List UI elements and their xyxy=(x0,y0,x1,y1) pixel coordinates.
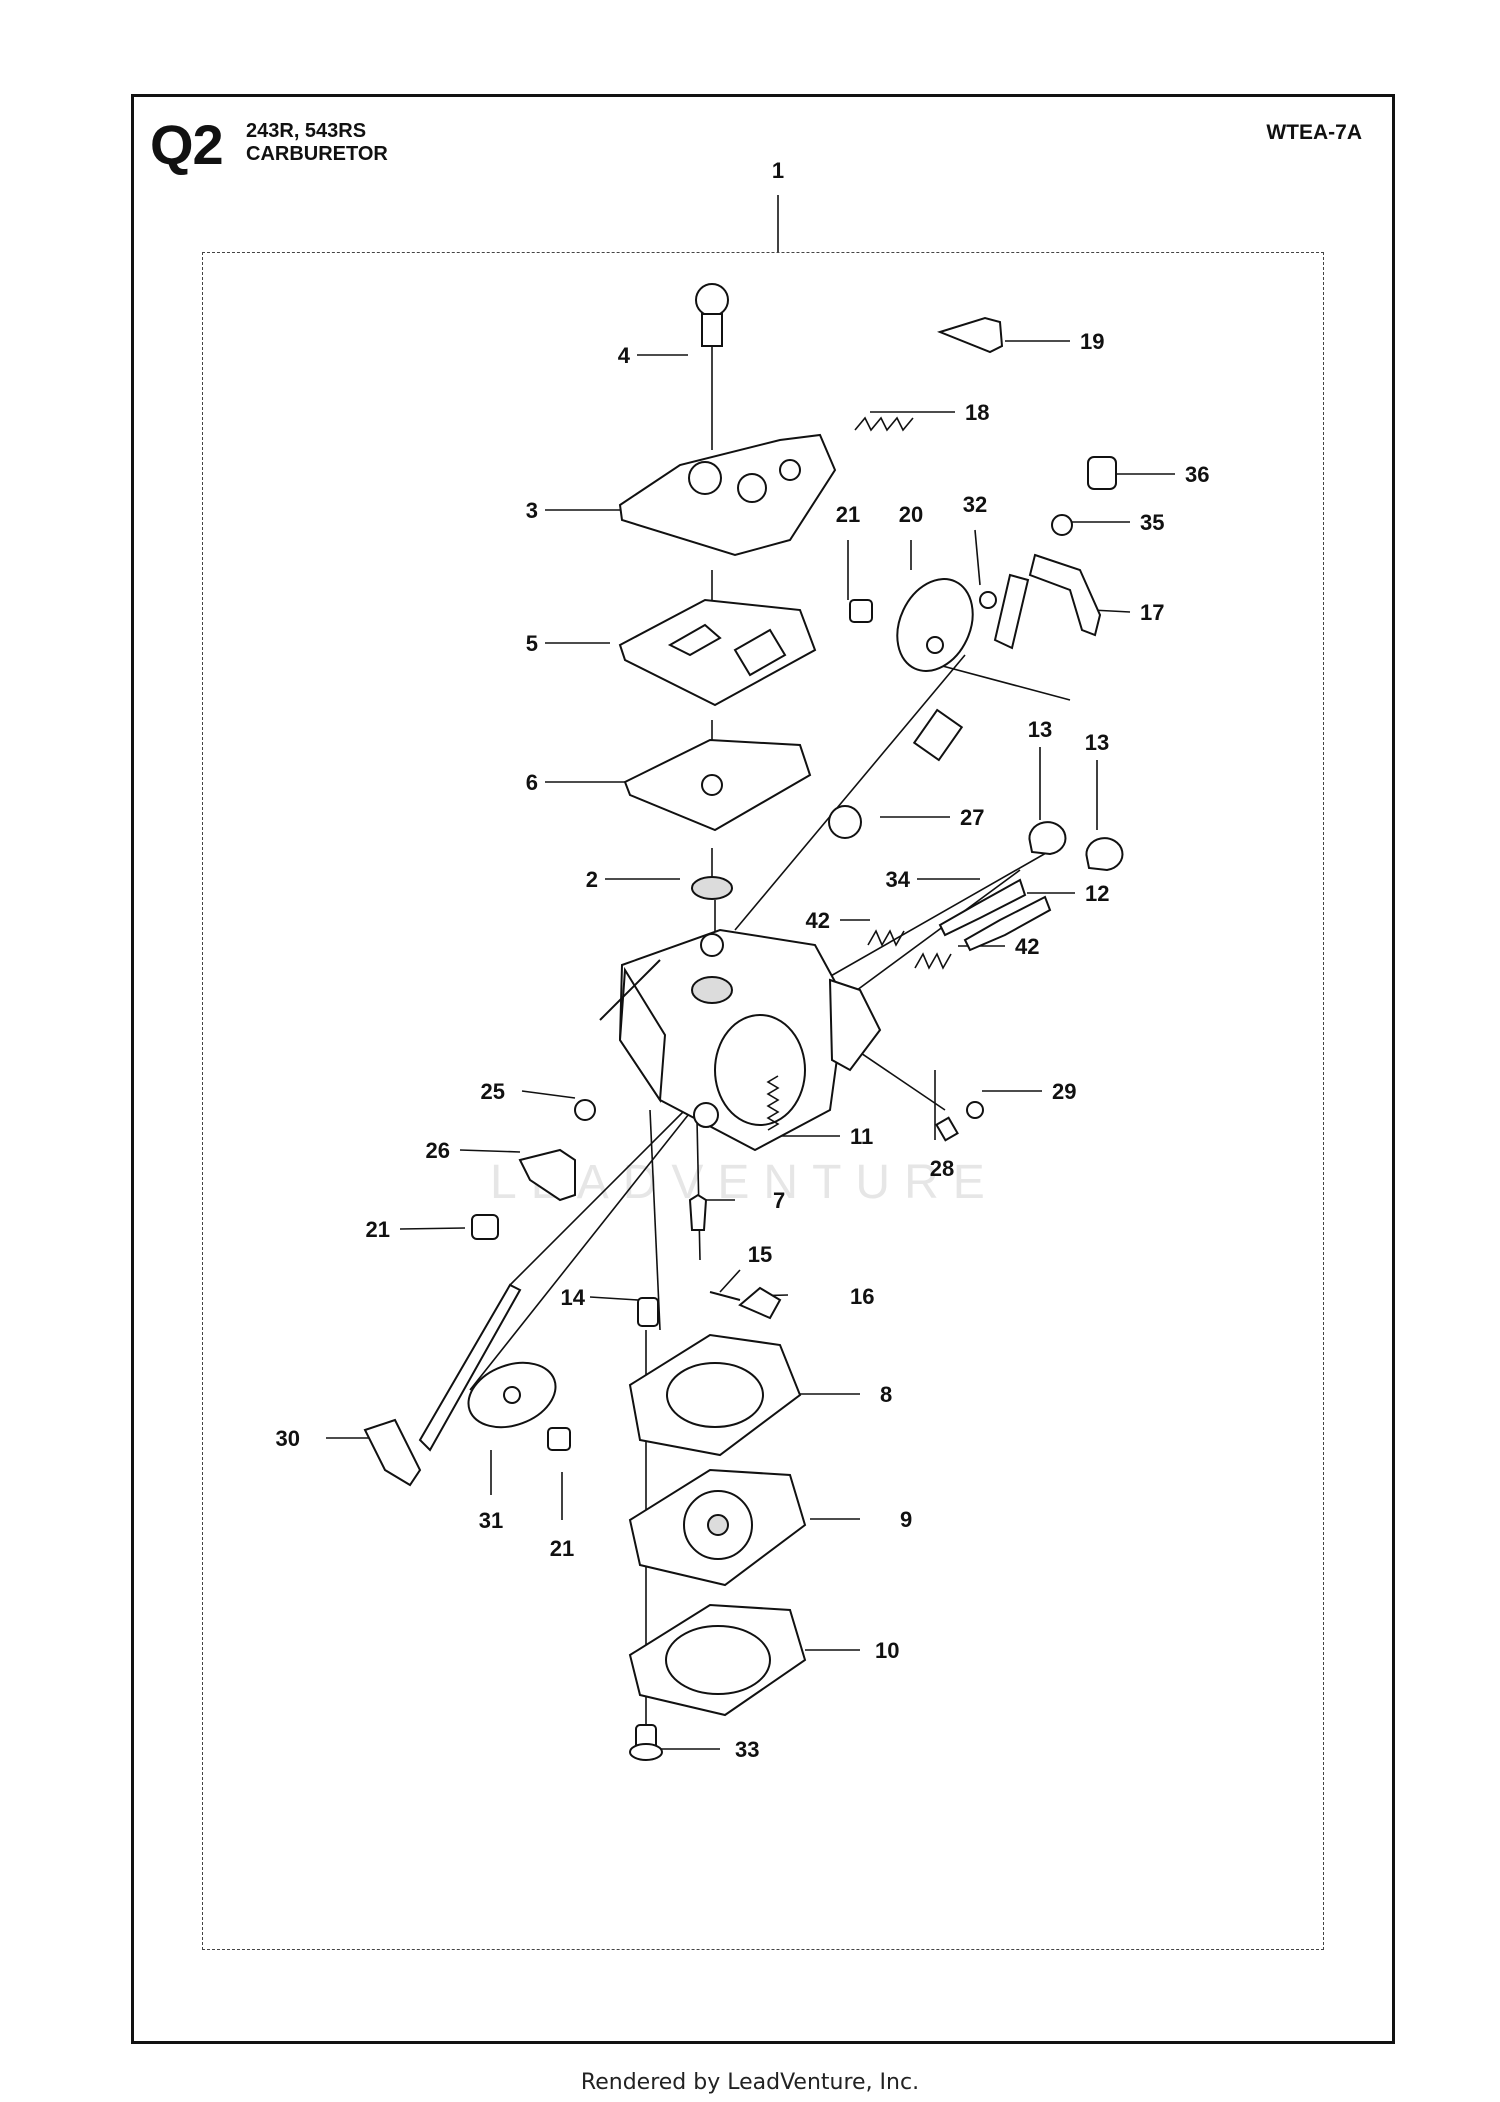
callout-21b: 21 xyxy=(366,1217,390,1242)
callout-14: 14 xyxy=(561,1285,586,1310)
callout-21: 21 xyxy=(836,502,860,527)
callout-2: 2 xyxy=(586,867,598,892)
callout-8: 8 xyxy=(880,1382,892,1407)
callout-7: 7 xyxy=(773,1188,785,1213)
leader-lines xyxy=(326,195,1175,1750)
callout-26: 26 xyxy=(426,1138,450,1163)
reference-code: WTEA-7A xyxy=(1266,121,1362,144)
callout-11: 11 xyxy=(850,1124,873,1149)
callouts: 1 4 19 18 36 35 3 21 20 32 17 5 13 13 6 … xyxy=(276,158,1210,1762)
callout-6: 6 xyxy=(526,770,538,795)
drawing-frame xyxy=(131,94,1395,2044)
callout-3: 3 xyxy=(526,498,538,523)
parts xyxy=(363,283,1124,1761)
callout-35: 35 xyxy=(1140,510,1164,535)
callout-13b: 13 xyxy=(1085,730,1109,755)
callout-9: 9 xyxy=(900,1507,912,1532)
callout-17: 17 xyxy=(1140,600,1164,625)
callout-1: 1 xyxy=(772,158,784,183)
callout-5: 5 xyxy=(526,631,538,656)
callout-13a: 13 xyxy=(1028,717,1052,742)
assembly-boundary xyxy=(202,252,1324,1950)
model-numbers: 243R, 543RS xyxy=(246,120,367,142)
callout-36: 36 xyxy=(1185,462,1209,487)
callout-19: 19 xyxy=(1080,329,1104,354)
callout-10: 10 xyxy=(875,1638,899,1663)
callout-16: 16 xyxy=(850,1284,874,1309)
callout-18: 18 xyxy=(965,400,989,425)
callout-4: 4 xyxy=(618,343,631,368)
callout-29: 29 xyxy=(1052,1079,1076,1104)
callout-28: 28 xyxy=(930,1156,954,1181)
callout-15: 15 xyxy=(748,1242,772,1267)
callout-34: 34 xyxy=(886,867,911,892)
section-title: CARBURETOR xyxy=(246,143,388,165)
callout-42a: 42 xyxy=(806,908,830,933)
section-heading: 243R, 543RS CARBURETOR xyxy=(246,120,388,166)
callout-30: 30 xyxy=(276,1426,300,1451)
callout-32: 32 xyxy=(963,492,987,517)
render-credit: Rendered by LeadVenture, Inc. xyxy=(580,2070,920,2095)
callout-12: 12 xyxy=(1085,881,1109,906)
callout-25: 25 xyxy=(481,1079,505,1104)
callout-31: 31 xyxy=(479,1508,503,1533)
callout-42b: 42 xyxy=(1015,934,1039,959)
callout-33: 33 xyxy=(735,1737,759,1762)
callout-21c: 21 xyxy=(550,1536,574,1561)
callout-27: 27 xyxy=(960,805,984,830)
section-code: Q2 xyxy=(150,113,224,176)
callout-20: 20 xyxy=(899,502,923,527)
